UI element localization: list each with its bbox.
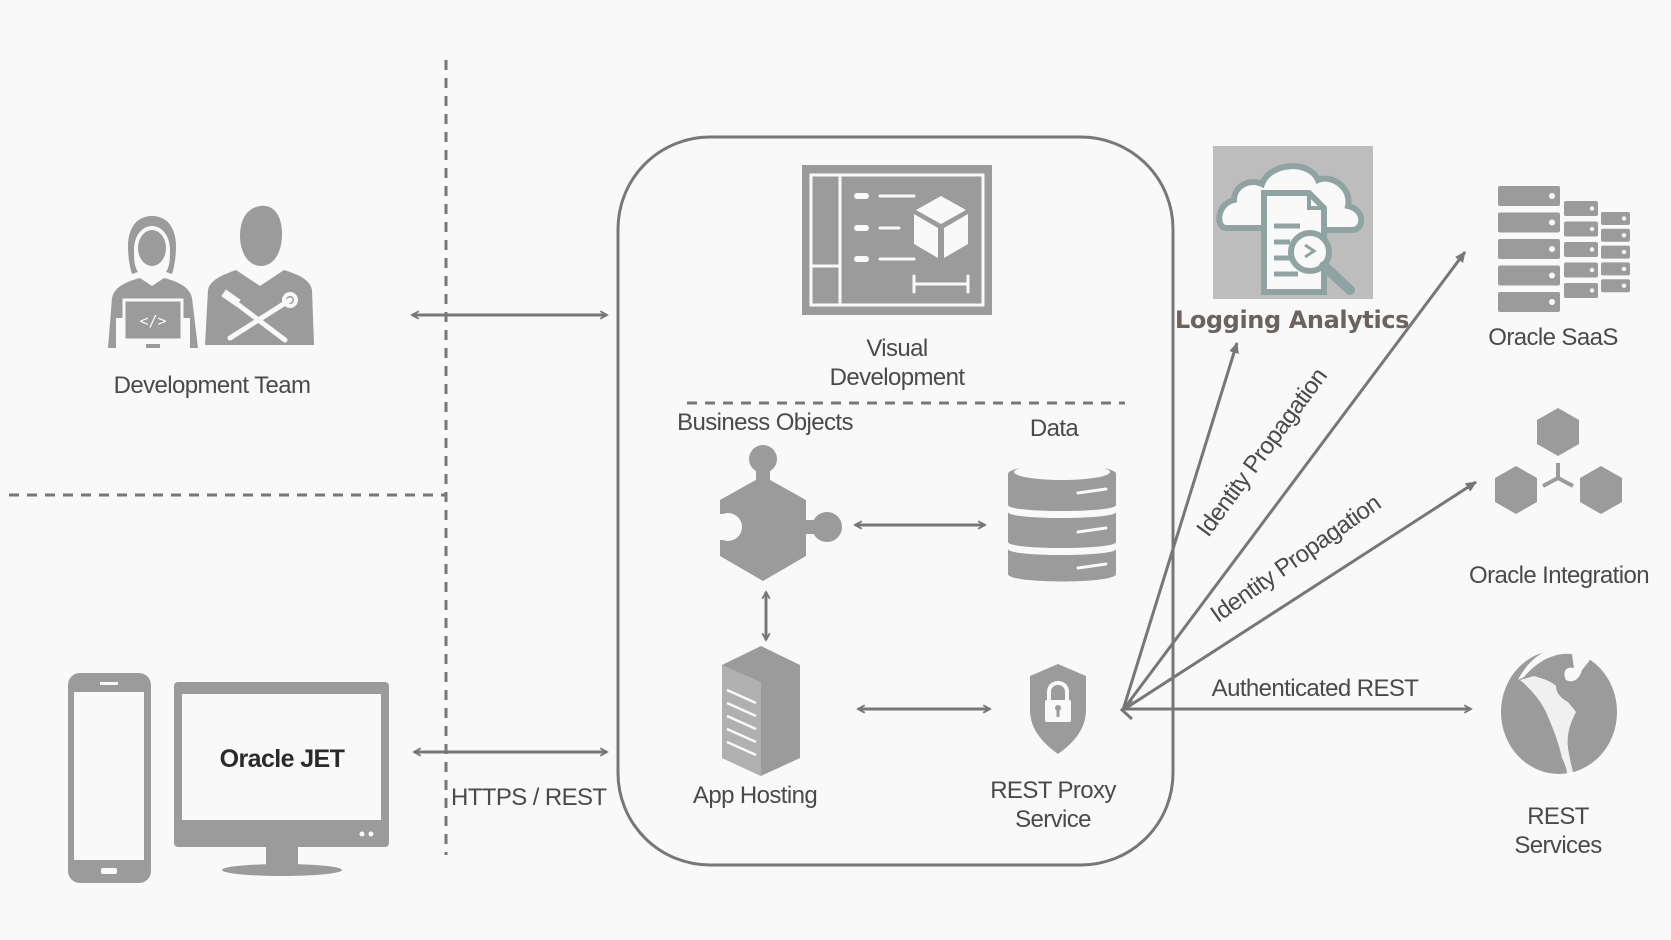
rest-proxy-to-saas-arrow [1121, 251, 1467, 711]
server-led [1549, 219, 1555, 226]
server-slab [1601, 245, 1630, 259]
svg-text:</>: </> [139, 312, 166, 330]
server-led [1589, 288, 1595, 293]
server-slab [1564, 283, 1598, 298]
rest-proxy-to-logging-arrow [1121, 342, 1239, 711]
oracle-jet-label: Oracle JET [220, 745, 345, 773]
rest-proxy-to-integration-arrow [1122, 480, 1477, 712]
data-label: Data [1030, 415, 1080, 442]
server-stacks-icon [1498, 186, 1630, 312]
cube-icon [914, 196, 968, 258]
server-led [1621, 233, 1627, 238]
server-slab [1564, 262, 1598, 278]
phone-and-monitor-icon [68, 673, 389, 883]
rest-proxy-label-line1: REST Proxy [990, 777, 1116, 804]
development-team-label: Development Team [114, 372, 311, 399]
rest-proxy-label-line2: Service [1015, 806, 1091, 833]
visual-builder-icon [802, 165, 992, 315]
server-led [1549, 299, 1555, 305]
server-slab [1564, 201, 1598, 216]
server-led [1589, 226, 1595, 232]
server-slab [1601, 228, 1630, 242]
developer-man-icon [205, 205, 314, 345]
server-slab [1498, 186, 1560, 206]
server-led [1621, 216, 1627, 221]
server-slab [1498, 292, 1560, 312]
cloud-log-search-icon [1213, 146, 1373, 299]
https-rest-label: HTTPS / REST [451, 784, 607, 811]
oracle-integration-label: Oracle Integration [1469, 562, 1649, 589]
server-led [1589, 267, 1595, 273]
server-slab [1601, 279, 1630, 293]
globe-icon [1501, 646, 1617, 776]
business-objects-label: Business Objects [677, 409, 853, 436]
server-led [1549, 272, 1555, 279]
rest-services-label-line1: REST [1527, 803, 1590, 830]
shield-lock-icon [1030, 664, 1086, 754]
server-slab [1498, 265, 1560, 286]
server-tower-icon [722, 646, 800, 776]
authenticated-rest-label: Authenticated REST [1212, 675, 1420, 702]
server-slab [1564, 242, 1598, 257]
server-slab [1498, 212, 1560, 233]
identity-propagation-saas-label: Identity Propagation [1191, 363, 1332, 541]
oracle-saas-label: Oracle SaaS [1488, 324, 1617, 351]
server-led [1621, 283, 1627, 288]
monitor-icon [174, 682, 389, 876]
server-led [1549, 193, 1555, 199]
server-slab [1601, 212, 1630, 225]
server-led [1549, 246, 1555, 252]
developer-woman-icon: </> [108, 216, 198, 348]
hexagon-network-icon [1495, 408, 1622, 514]
server-slab [1498, 239, 1560, 259]
server-led [1589, 206, 1595, 211]
server-led [1621, 249, 1627, 255]
logging-analytics-label: Logging Analytics [1175, 306, 1409, 334]
visual-development-label-line2: Development [830, 364, 966, 391]
rest-services-label-line2: Services [1514, 832, 1602, 859]
server-slab [1601, 262, 1630, 276]
visual-development-label-line1: Visual [866, 335, 927, 362]
puzzle-piece-icon [712, 445, 842, 581]
phone-icon [68, 673, 151, 883]
server-led [1621, 266, 1627, 272]
server-slab [1564, 221, 1598, 237]
database-icon [1008, 464, 1116, 582]
server-led [1589, 247, 1595, 252]
developer-team-icon: </> [108, 205, 314, 348]
hub-arrowhead [1119, 698, 1134, 721]
app-hosting-label: App Hosting [693, 782, 817, 809]
platform-container [616, 135, 1175, 867]
